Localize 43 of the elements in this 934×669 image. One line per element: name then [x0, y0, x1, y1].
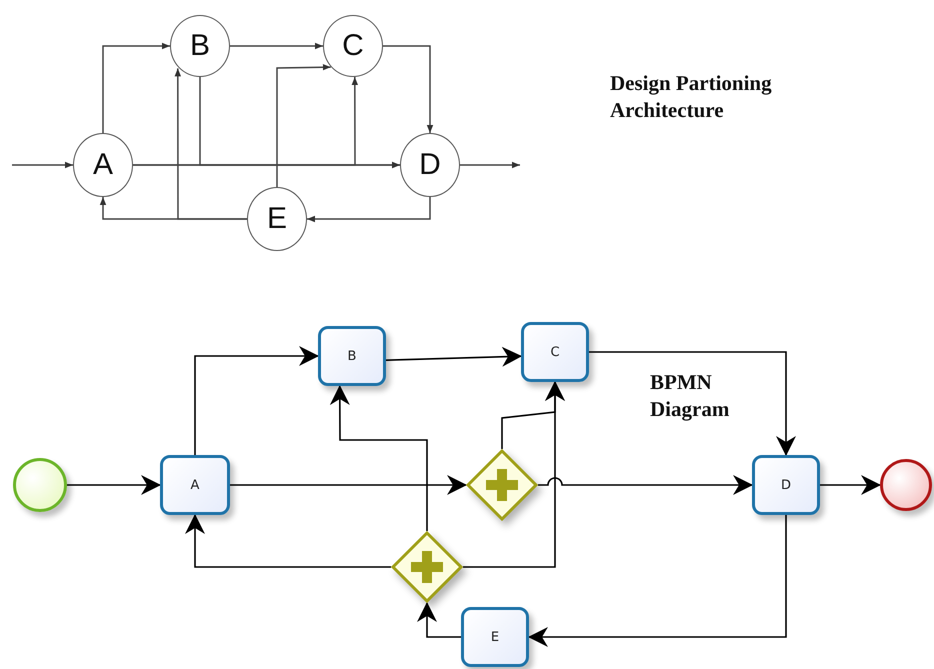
arrow	[383, 45, 434, 133]
arrow	[230, 475, 467, 495]
diagram-heading: BPMN Diagram	[650, 369, 730, 424]
parallel-gateway-diamond	[466, 449, 538, 521]
arrow	[133, 77, 358, 166]
node-label: A	[92, 148, 113, 182]
node-label: D	[419, 148, 441, 182]
node-label: C	[550, 344, 560, 360]
arrow	[307, 197, 431, 222]
arrow	[230, 42, 323, 50]
node-label: B	[190, 29, 210, 63]
arrow	[174, 68, 247, 220]
node-label: E	[490, 630, 500, 644]
end-event-circle	[880, 459, 932, 511]
node-label: B	[348, 348, 356, 364]
arrow	[528, 515, 787, 647]
task-box	[461, 607, 529, 667]
arrow	[820, 475, 881, 495]
task-box	[521, 322, 589, 382]
arrow	[185, 514, 391, 568]
start-event-circle	[13, 458, 67, 512]
parallel-gateway-diamond	[391, 531, 463, 603]
arrow	[589, 351, 796, 456]
arrow	[460, 162, 520, 168]
node-label: C	[342, 29, 364, 63]
task-box	[752, 455, 820, 515]
arrow	[194, 346, 319, 455]
arrow	[330, 385, 428, 531]
arrow	[102, 42, 170, 133]
arrow	[199, 77, 400, 168]
node-label: D	[780, 478, 791, 492]
task-box	[160, 455, 230, 515]
arrow	[463, 381, 565, 568]
task-box	[318, 326, 386, 386]
diagram-heading: Design Partioning Architecture	[610, 70, 773, 124]
arrow	[67, 475, 161, 495]
arrow	[386, 346, 522, 367]
arrow	[12, 162, 73, 168]
arrow	[538, 475, 753, 495]
arrow	[276, 64, 331, 187]
node-label: E	[266, 202, 287, 236]
arrow	[417, 602, 461, 638]
node-label: A	[190, 478, 200, 492]
